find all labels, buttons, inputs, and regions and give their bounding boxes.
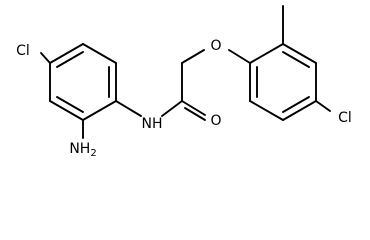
bond-ch2-o — [181, 49, 205, 64]
atom-label-cl-left: Cl — [16, 43, 30, 59]
bond-c-cl-right — [315, 100, 331, 112]
bond-ring1-bottom-left — [49, 100, 84, 121]
bond-ring2-inner-c — [282, 96, 310, 113]
bond-ring2-top-right — [282, 43, 317, 64]
bond-ring1-inner-a — [56, 51, 84, 68]
chemical-structure-diagram: Cl NH2 NH O O Cl — [16, 5, 352, 159]
bond-ring2-bottom-left — [249, 100, 284, 121]
bond-ring1-bottom-right — [82, 100, 117, 121]
atom-label-nh2-subscript: 2 — [90, 148, 96, 159]
atom-label-o-ether: O — [210, 38, 221, 54]
atom-label-nh: NH — [142, 116, 163, 132]
bond-ring2-inner-a — [282, 51, 310, 68]
bond-nh-carbonyl — [161, 100, 183, 117]
atom-labels: Cl NH2 NH O O Cl — [16, 38, 352, 159]
bond-co-2 — [184, 107, 206, 121]
bond-lines — [40, 5, 331, 139]
bond-ring2-bottom-right — [282, 100, 317, 121]
bond-o-ring2 — [228, 49, 251, 64]
bond-c-cl-left — [40, 52, 51, 64]
bond-ring1-top-left — [49, 43, 84, 64]
bond-ring1-inner-c — [56, 96, 84, 113]
atom-label-nh2: NH2 — [69, 141, 96, 159]
bond-c-nh — [115, 100, 142, 117]
bond-ring1-top-right — [82, 43, 117, 64]
bond-ring2-top-left — [249, 43, 284, 64]
atom-label-cl-right: Cl — [338, 110, 352, 126]
atom-label-nh2-n: NH — [69, 141, 90, 157]
bond-co-1 — [181, 100, 206, 116]
atom-label-o-carbonyl: O — [210, 113, 221, 129]
